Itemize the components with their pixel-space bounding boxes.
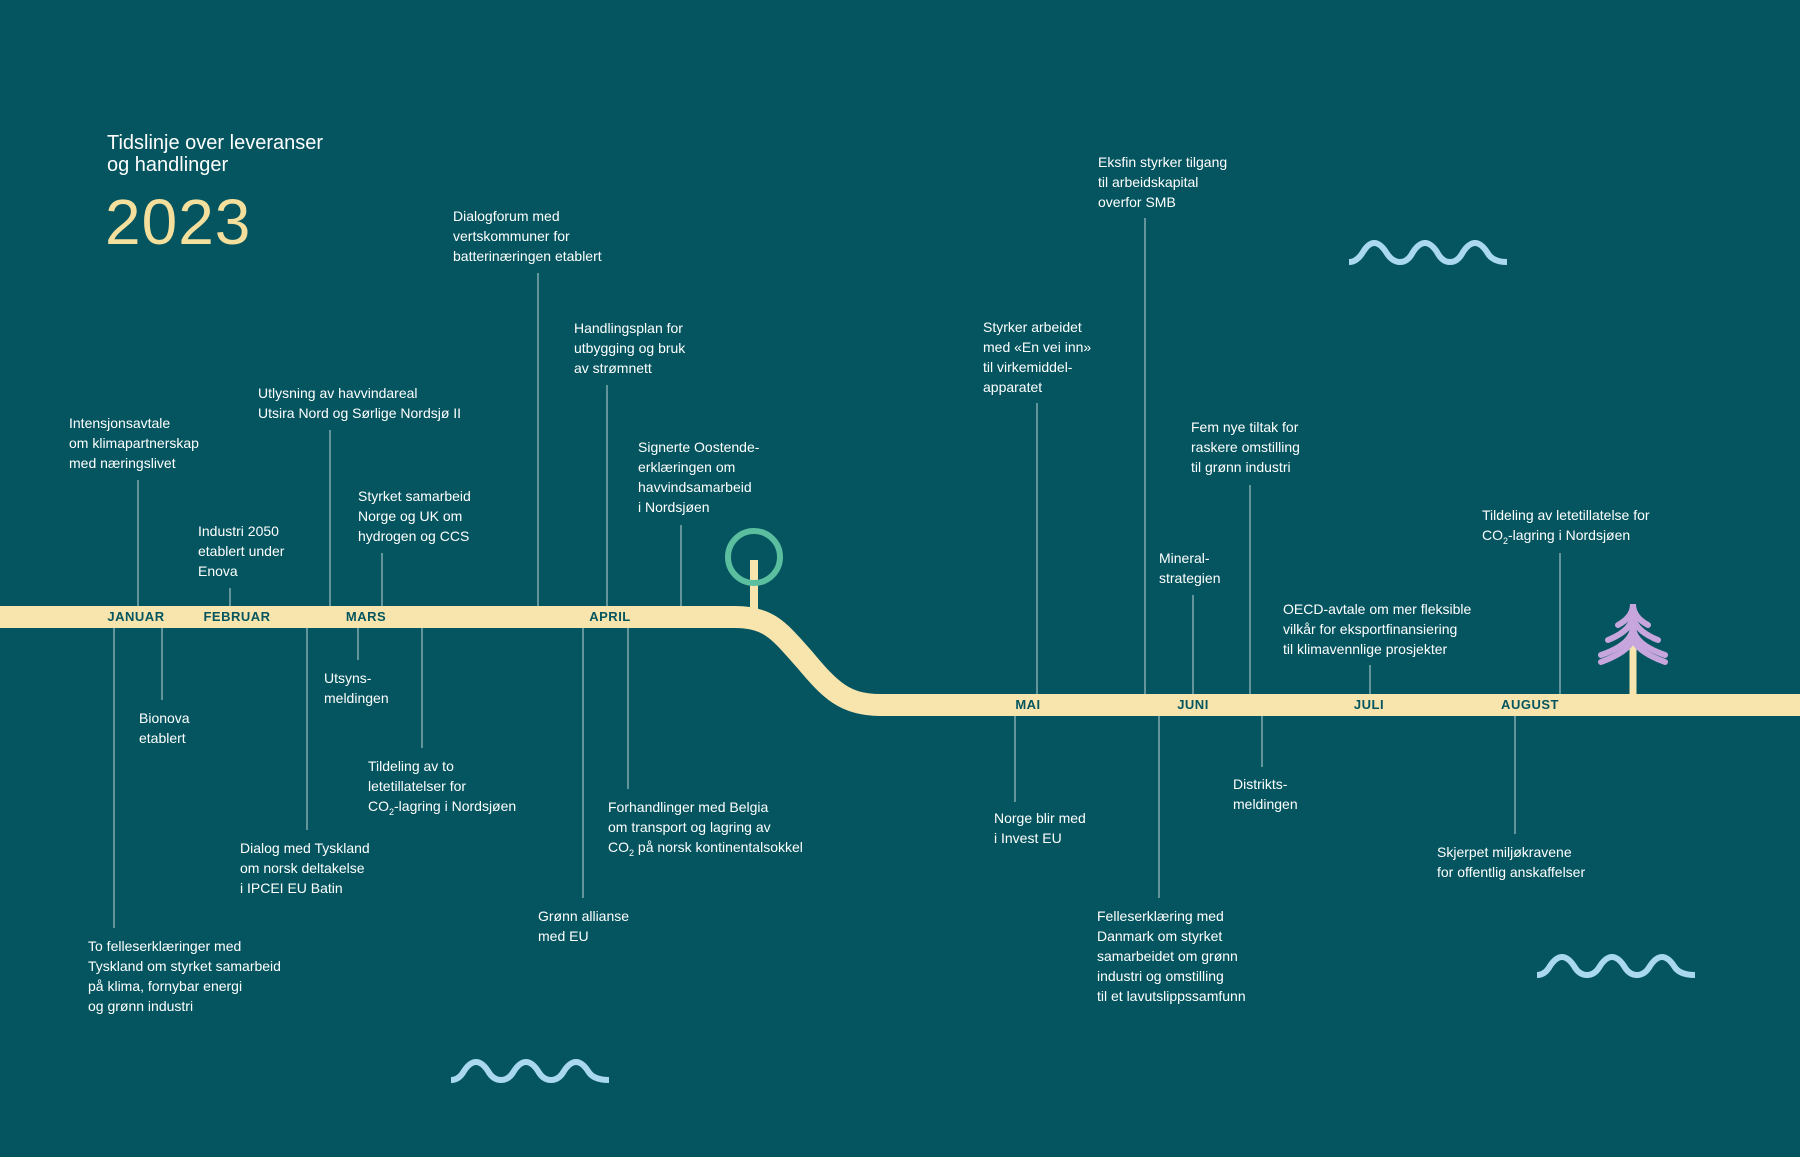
month-label-mars: MARS	[345, 609, 387, 624]
round-tree-icon	[725, 528, 783, 610]
title-line-2: og handlinger	[107, 154, 229, 176]
timeline-title: Tidslinje over leveranser og handlinger	[107, 132, 323, 176]
event-utsynsmeldingen: Utsyns-meldingen	[324, 670, 389, 706]
event-distriktsmeldingen: Distrikts-meldingen	[1233, 776, 1298, 812]
timeline-track	[0, 606, 1800, 716]
month-label-februar: FEBRUAR	[203, 609, 271, 624]
title-line-1: Tidslinje over leveranser	[107, 132, 324, 154]
event-mineralstrategien: Mineral-strategien	[1159, 550, 1221, 586]
month-label-juli: JULI	[1353, 697, 1385, 712]
connector-lines	[113, 218, 1561, 928]
wave-icon-bottom	[450, 1059, 610, 1084]
month-label-august: AUGUST	[1501, 697, 1559, 712]
year-label: 2023	[105, 186, 252, 258]
wave-icon-right	[1536, 954, 1696, 979]
wave-icon-top	[1348, 240, 1508, 266]
month-label-mai: MAI	[1015, 697, 1041, 712]
month-label-april: APRIL	[589, 609, 631, 624]
fir-tree-icon	[1598, 603, 1668, 698]
month-label-januar: JANUAR	[107, 609, 165, 624]
month-label-juni: JUNI	[1177, 697, 1209, 712]
